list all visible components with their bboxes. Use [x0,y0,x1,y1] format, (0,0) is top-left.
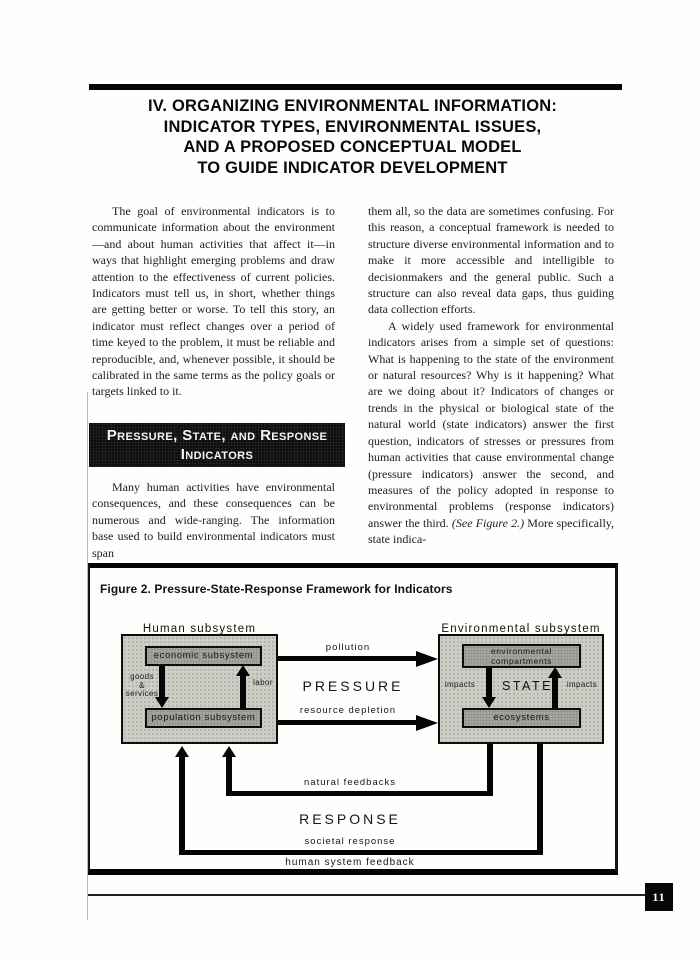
title-line-4: TO GUIDE INDICATOR DEVELOPMENT [197,158,508,177]
body-paragraph: Many human activities have environmental… [92,480,335,560]
title-line-1: IV. ORGANIZING ENVIRONMENTAL INFORMATION… [147,97,558,115]
see-figure-reference: (See Figure 2.) [451,515,525,530]
top-rule [89,84,622,90]
environmental-compartments-box: environmental compartments [462,644,581,668]
body-paragraph: A widely used framework for environmenta… [368,318,614,548]
societal-response-up-arrow [179,756,185,852]
right-column: them all, so the data are sometimes conf… [368,203,614,548]
footer-rule [88,894,646,896]
goods-services-label: goods & services [125,672,159,698]
impacts-left-label: impacts [444,680,476,689]
environmental-subsystem-label: Environmental subsystem [441,623,601,635]
natural-feedbacks-line [226,791,493,796]
section-header-line-2: Indicators [180,446,254,463]
figure-caption: Figure 2. Pressure-State-Response Framew… [100,582,453,596]
human-system-feedback-label: human system feedback [285,857,415,868]
labor-arrow [240,676,246,708]
body-paragraph: them all, so the data are sometimes conf… [368,204,614,317]
pollution-arrow [278,656,418,661]
pollution-label: pollution [325,642,371,653]
natural-feedbacks-label: natural feedbacks [304,777,396,788]
section-header-line-1: Pressure, State, and Response [106,427,328,444]
left-column-paragraph-2: Many human activities have environmental… [92,479,335,561]
impacts-right-label: impacts [566,680,598,689]
title-line-3: AND A PROPOSED CONCEPTUAL MODEL [183,138,522,156]
scan-artifact-line [87,392,88,920]
societal-response-downline [537,744,543,855]
page-title: IV. ORGANIZING ENVIRONMENTAL INFORMATION… [80,96,625,178]
resource-depletion-label: resource depletion [299,705,397,716]
impacts-up-arrowhead-icon [548,667,562,678]
societal-response-label: societal response [304,836,396,847]
paragraph-text: More specifically, state indica- [368,515,614,547]
ecosystems-box: ecosystems [462,708,581,728]
population-subsystem-box: population subsystem [145,708,262,728]
goods-services-arrow [159,666,165,698]
resource-depletion-arrowhead-icon [416,714,438,731]
natural-feedbacks-downline [487,744,493,796]
response-label: RESPONSE [299,811,401,827]
pollution-arrowhead-icon [416,650,438,667]
goods-services-arrowhead-icon [155,697,169,708]
impacts-up-arrow [552,678,558,708]
natural-feedbacks-arrowhead-icon [222,746,236,757]
title-line-2: INDICATOR TYPES, ENVIRONMENTAL ISSUES, [163,117,542,136]
body-paragraph: The goal of environmental indicators is … [92,204,335,399]
economic-subsystem-box: economic subsystem [145,646,262,666]
figure-2-box: Figure 2. Pressure-State-Response Framew… [88,563,618,875]
pressure-label: PRESSURE [302,678,404,694]
environmental-subsystem-box: environmental compartments ecosystems im… [438,634,604,744]
section-header-bar: Pressure, State, and Response Indicators [89,423,345,467]
human-subsystem-box: economic subsystem population subsystem … [121,634,278,744]
labor-label: labor [253,678,273,687]
impacts-down-arrow [486,668,492,698]
societal-response-line [179,850,543,855]
left-column-paragraph-1: The goal of environmental indicators is … [92,203,335,400]
impacts-down-arrowhead-icon [482,697,496,708]
societal-response-arrowhead-icon [175,746,189,757]
human-subsystem-label: Human subsystem [142,623,257,635]
labor-arrowhead-icon [236,665,250,676]
state-label: STATE [502,679,553,693]
page-number-badge: 11 [645,883,673,911]
natural-feedbacks-up-arrow [226,756,232,793]
paragraph-text: A widely used framework for environmenta… [368,318,614,530]
resource-depletion-arrow [278,720,418,725]
